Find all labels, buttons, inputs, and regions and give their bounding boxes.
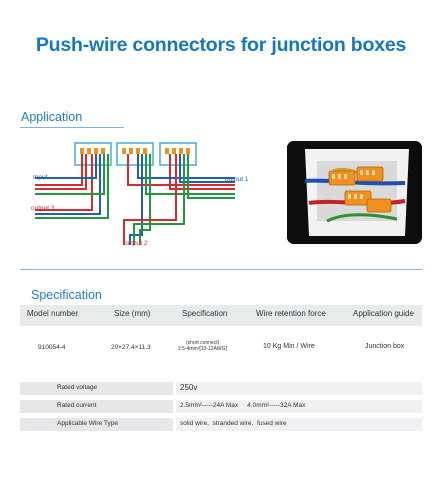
specification-heading: Specification bbox=[31, 288, 102, 302]
cell-size: 20×27.4×11.3 bbox=[111, 344, 151, 351]
label-output-1: output 1 bbox=[225, 176, 249, 183]
spec-table-header: Model number Size (mm) Specification Wir… bbox=[20, 305, 422, 326]
col-specification: Specification bbox=[182, 309, 228, 318]
green-wires bbox=[35, 154, 235, 245]
blue-wires bbox=[35, 154, 235, 245]
col-application-guide: Application guide bbox=[353, 309, 414, 318]
section-divider bbox=[20, 269, 422, 270]
rating-row-wire-type: Applicable Wire Type solid wire, strande… bbox=[20, 418, 422, 431]
cell-guide: Junction box bbox=[365, 343, 405, 350]
label-output-2: output 2 bbox=[124, 240, 148, 247]
spec-table-row: 910054-4 20×27.4×11.3 (short connect) 2.… bbox=[20, 330, 422, 360]
connector-slots bbox=[80, 148, 190, 154]
red-wires bbox=[35, 154, 235, 211]
col-model-number: Model number bbox=[27, 309, 79, 318]
label-input: Input bbox=[33, 174, 48, 181]
col-size: Size (mm) bbox=[114, 309, 151, 318]
cell-spec-line2: 2.5-4mm²[10-12AWG] bbox=[178, 346, 227, 352]
junction-box-photo bbox=[287, 141, 422, 244]
cell-force: 10 Kg Min / Wire bbox=[263, 343, 315, 350]
cell-model: 910054-4 bbox=[38, 344, 66, 351]
col-wire-retention-force: Wire retention force bbox=[256, 309, 326, 318]
rating-row-current: Rated current 2.5mm²-----24A Max 4.0mm²-… bbox=[20, 400, 422, 413]
page-title: Push-wire connectors for junction boxes bbox=[35, 34, 407, 56]
rating-value-wire-type: solid wire, stranded wire, fused wire bbox=[180, 420, 287, 427]
rating-value-current: 2.5mm²-----24A Max 4.0mm²-----32A Max bbox=[180, 402, 306, 409]
rating-row-voltage: Rated voltage 250v bbox=[20, 382, 422, 395]
cell-spec-line1: (short connect) bbox=[186, 340, 220, 346]
rating-label-wire-type: Applicable Wire Type bbox=[57, 420, 118, 427]
rating-label-current: Rated current bbox=[57, 402, 97, 409]
rating-value-voltage: 250v bbox=[180, 383, 198, 392]
application-heading: Application bbox=[21, 110, 83, 124]
application-underline bbox=[20, 127, 124, 128]
wiring-diagram bbox=[35, 142, 235, 245]
label-output-3: output 3 bbox=[31, 205, 55, 212]
rating-label-voltage: Rated voltage bbox=[57, 384, 98, 391]
